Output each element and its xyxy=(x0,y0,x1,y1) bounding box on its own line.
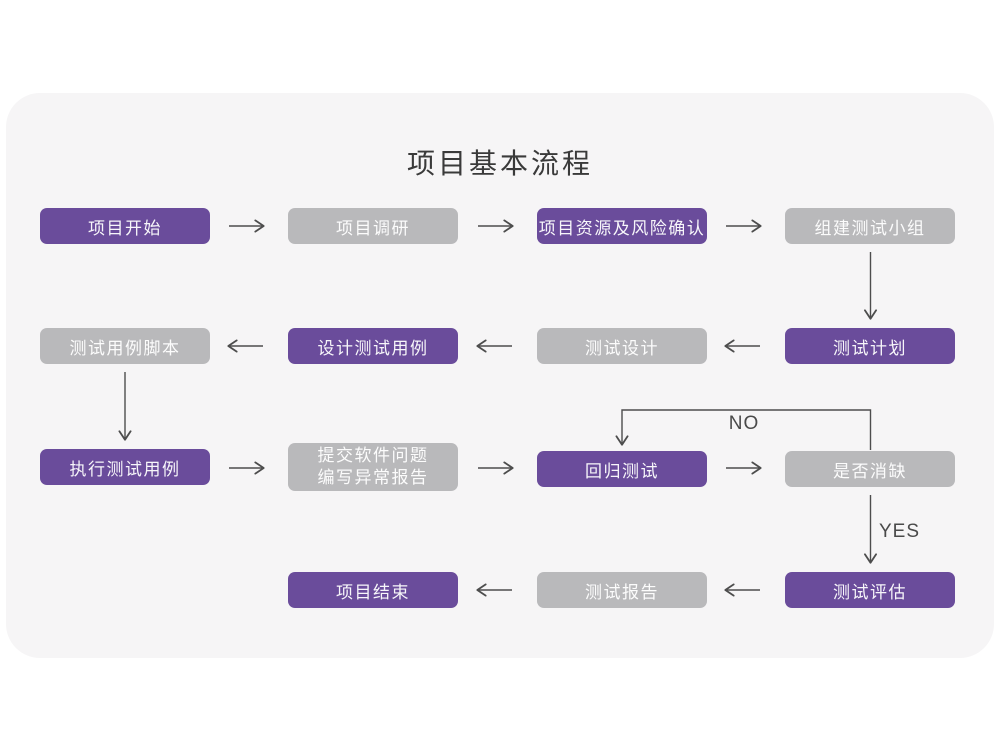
edge-label-no: NO xyxy=(728,413,760,434)
node-execute-test-case: 执行测试用例 xyxy=(40,449,210,485)
edge-label-yes: YES xyxy=(879,521,921,542)
node-test-plan: 测试计划 xyxy=(785,328,955,364)
node-build-test-team: 组建测试小组 xyxy=(785,208,955,244)
node-test-case-script: 测试用例脚本 xyxy=(40,328,210,364)
node-regression-test: 回归测试 xyxy=(537,451,707,487)
node-project-end: 项目结束 xyxy=(288,572,458,608)
diagram-title: 项目基本流程 xyxy=(406,148,593,179)
node-resource-risk-confirm: 项目资源及风险确认 xyxy=(537,208,707,244)
node-submit-issue-report: 提交软件问题 编写异常报告 xyxy=(288,443,458,491)
node-test-report: 测试报告 xyxy=(537,572,707,608)
node-test-evaluation: 测试评估 xyxy=(785,572,955,608)
node-test-design: 测试设计 xyxy=(537,328,707,364)
node-project-research: 项目调研 xyxy=(288,208,458,244)
flowchart-card-background xyxy=(6,93,994,658)
node-defect-resolved: 是否消缺 xyxy=(785,451,955,487)
node-project-start: 项目开始 xyxy=(40,208,210,244)
node-design-test-case: 设计测试用例 xyxy=(288,328,458,364)
